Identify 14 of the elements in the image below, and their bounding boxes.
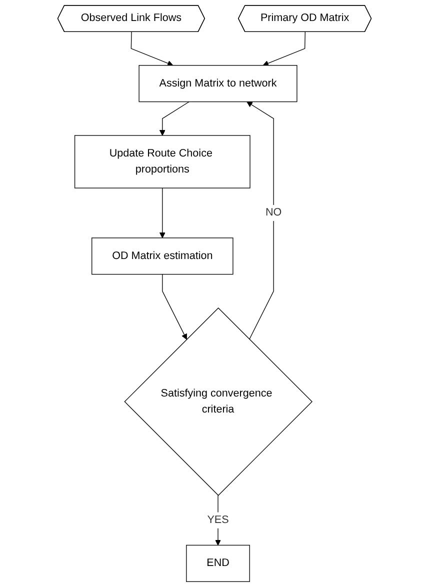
node-box: OD Matrix estimation — [92, 238, 234, 275]
arrow — [215, 495, 221, 546]
edge-label: NO — [266, 206, 282, 218]
arrow — [262, 32, 306, 66]
arrow — [159, 188, 166, 238]
node-box: Update Route Choice proportions — [74, 135, 250, 188]
edge-label: YES — [207, 514, 229, 526]
arrow — [159, 101, 190, 136]
arrow — [246, 102, 274, 340]
node-diamond: Satisfying convergence criteria — [124, 308, 312, 496]
arrow — [130, 32, 174, 66]
arrow — [162, 274, 187, 340]
node-box: Assign Matrix to network — [138, 65, 298, 102]
node-box: END — [186, 544, 250, 582]
